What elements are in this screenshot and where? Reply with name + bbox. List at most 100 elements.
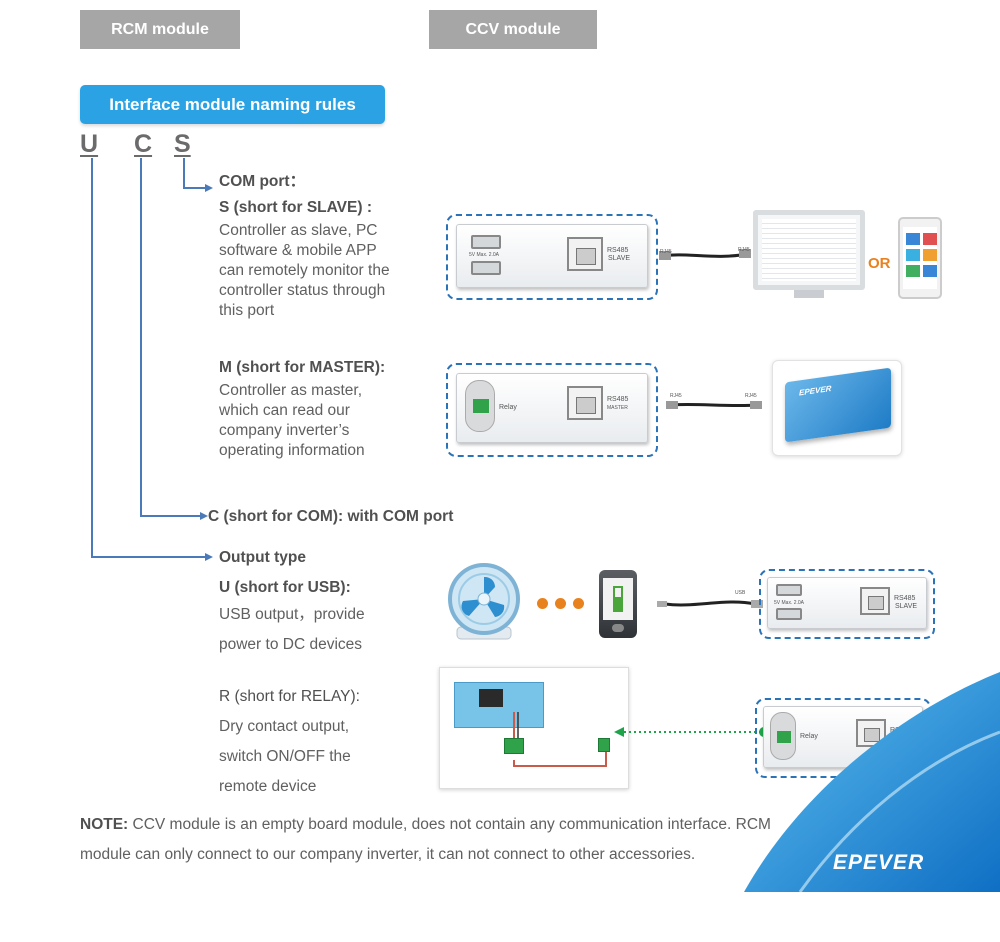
usb-port-icon [776, 608, 802, 620]
smartphone-image [898, 217, 942, 299]
output-type-heading: Output type [219, 549, 306, 566]
dot [573, 598, 584, 609]
terminal-block [473, 399, 489, 413]
rj45-tag: RJ45 [670, 393, 682, 399]
usb-line: power to DC devices [219, 636, 363, 653]
app-tile [923, 265, 937, 277]
phone-screen [603, 578, 633, 620]
or-label: OR [868, 255, 891, 272]
pc-monitor-image [753, 210, 865, 290]
mobile-phone-icon [599, 570, 637, 638]
relay-terminal-icon [465, 380, 495, 432]
relay-label: Relay [800, 733, 818, 740]
rs485-label: RS485 [607, 247, 629, 254]
monitor-stand [794, 290, 824, 298]
note-line-1: NOTE: CCV module is an empty board modul… [80, 810, 840, 840]
rj45-tag: RJ45 [660, 249, 672, 255]
usb-rating-label: 5V Max. 2.0A [774, 600, 805, 606]
master-description: Controller as master, which can read our… [219, 381, 429, 461]
rj45-tag: RJ45 [738, 247, 750, 253]
master-module-image: Relay RS485 MASTER [456, 373, 648, 443]
slave-label: SLAVE [608, 255, 631, 262]
home-button [612, 624, 624, 632]
note-text: CCV module is an empty board module, doe… [128, 816, 771, 833]
slave-line: this port [219, 302, 275, 319]
epever-logo: EPEVER [833, 851, 925, 874]
c-arrow-head [200, 512, 208, 520]
relay-wiring-image [439, 667, 629, 789]
app-tile [906, 265, 920, 277]
app-tile [906, 233, 920, 245]
ellipsis-dots [537, 598, 585, 610]
u-connector-line [91, 158, 205, 558]
app-tile [923, 233, 937, 245]
note-line-2: module can only connect to our company i… [80, 846, 696, 863]
rj45-tag: RJ45 [745, 393, 757, 399]
master-line: operating information [219, 442, 365, 459]
u-arrow-head [205, 553, 213, 561]
usb-description: USB output，provide power to DC devices [219, 600, 429, 660]
battery-fill [615, 596, 621, 610]
relay-wiring [513, 712, 607, 767]
controller-device [454, 682, 544, 728]
slave-line: software & mobile APP [219, 242, 377, 259]
rj45-port-icon [567, 386, 603, 420]
slave-line: can remotely monitor the [219, 262, 390, 279]
terminal-block [504, 738, 524, 754]
inverter-brand-label: EPEVER [799, 383, 832, 398]
s-arrow-head [205, 184, 213, 192]
usb-line: USB output，provide [219, 606, 365, 623]
rs485-label: RS485 [894, 595, 916, 602]
master-line: which can read our [219, 402, 350, 419]
master-line: Controller as master, [219, 382, 362, 399]
letter-u: U [80, 130, 99, 158]
monitor-screen-content [762, 219, 856, 281]
slave-description: Controller as slave, PC software & mobil… [219, 221, 429, 321]
slave-title: S (short for SLAVE) : [219, 199, 372, 216]
usb-port-icon [471, 235, 501, 249]
s-connector-line [183, 158, 205, 189]
master-module-frame [446, 363, 658, 457]
usb-rating-label: 5V Max. 2.0A [469, 252, 500, 258]
slave-module-image: 5V Max. 2.0A RS485 SLAVE [456, 224, 648, 288]
letter-c: C [134, 130, 153, 158]
rj45-port-icon [567, 237, 603, 271]
phone-screen-content [903, 227, 937, 289]
relay-line: switch ON/OFF the [219, 748, 351, 765]
battery-icon [613, 586, 623, 612]
inverter-image-frame: EPEVER [772, 360, 902, 456]
usb-port-icon [776, 584, 802, 596]
rj45-port-icon [860, 587, 890, 615]
c-connector-line [140, 158, 200, 517]
slave-label: SLAVE [895, 603, 918, 610]
app-tile [906, 249, 920, 261]
inverter-body: EPEVER [785, 367, 891, 443]
relay-terminal-icon [770, 712, 796, 760]
master-cable [666, 401, 762, 409]
relay-line: Dry contact output, [219, 718, 350, 735]
c-com-description: C (short for COM): with COM port [208, 508, 454, 525]
master-label: MASTER [607, 405, 628, 411]
tab-rcm-module[interactable]: RCM module [80, 10, 240, 49]
com-port-heading: COM port： [219, 173, 306, 190]
usb-port-icon [471, 261, 501, 275]
usb-title: U (short for USB): [219, 579, 351, 596]
usb-tag: USB [735, 590, 746, 596]
usb-module-frame [759, 569, 935, 639]
naming-rules-banner: Interface module naming rules [80, 85, 385, 124]
usb-cable [657, 600, 763, 608]
letter-s: S [174, 130, 191, 158]
relay-description: Dry contact output, switch ON/OFF the re… [219, 712, 429, 802]
slave-module-frame [446, 214, 658, 300]
slave-line: Controller as slave, PC [219, 222, 378, 239]
note-label: NOTE: [80, 816, 129, 833]
master-line: company inverter’s [219, 422, 350, 439]
slave-line: controller status through [219, 282, 386, 299]
tab-ccv-module[interactable]: CCV module [429, 10, 597, 49]
master-title: M (short for MASTER): [219, 359, 386, 376]
terminal-block [777, 731, 791, 743]
fan-icon [443, 561, 525, 643]
relay-label: Relay [499, 404, 517, 411]
dot [555, 598, 566, 609]
